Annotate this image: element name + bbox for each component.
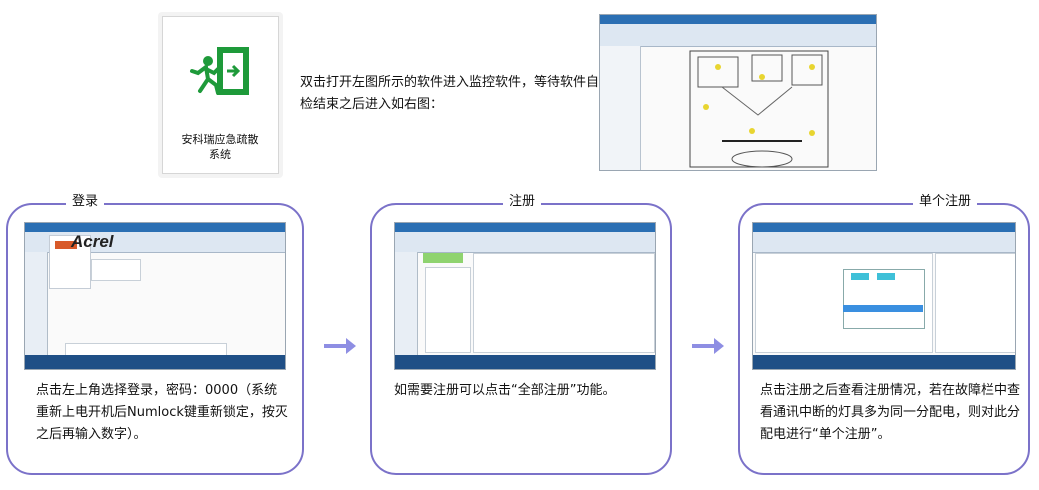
app-icon-tile[interactable] <box>162 16 279 174</box>
register-panel-text: 如需要注册可以点击“全部注册”功能。 <box>394 383 616 398</box>
register-screenshot <box>394 222 656 370</box>
arrow-right-icon <box>692 338 724 354</box>
emergency-exit-icon <box>190 47 249 95</box>
monitor-screenshot <box>599 14 877 171</box>
login-screenshot: Acrel <box>24 222 286 370</box>
login-panel-text: 点击左上角选择登录，密码：0000（系统重新上电开机后Numlock键重新锁定，… <box>36 383 288 442</box>
acrel-logo: Acrel <box>71 232 114 251</box>
intro-text: 双击打开左图所示的软件进入监控软件，等待软件自检结束之后进入如右图： <box>300 75 600 112</box>
app-icon-caption: 安科瑞应急疏散 系统 <box>181 133 259 161</box>
login-panel <box>6 203 304 475</box>
register-panel-title: 注册 <box>503 193 542 211</box>
single-register-panel-title: 单个注册 <box>913 193 978 211</box>
single-register-panel <box>738 203 1030 475</box>
arrow-right-icon <box>324 338 356 354</box>
login-panel-title: 登录 <box>66 193 105 211</box>
single-register-screenshot <box>752 222 1016 370</box>
single-register-panel-text: 点击注册之后查看注册情况，若在故障栏中查看通讯中断的灯具多为同一分配电，则对此分… <box>760 383 1021 442</box>
